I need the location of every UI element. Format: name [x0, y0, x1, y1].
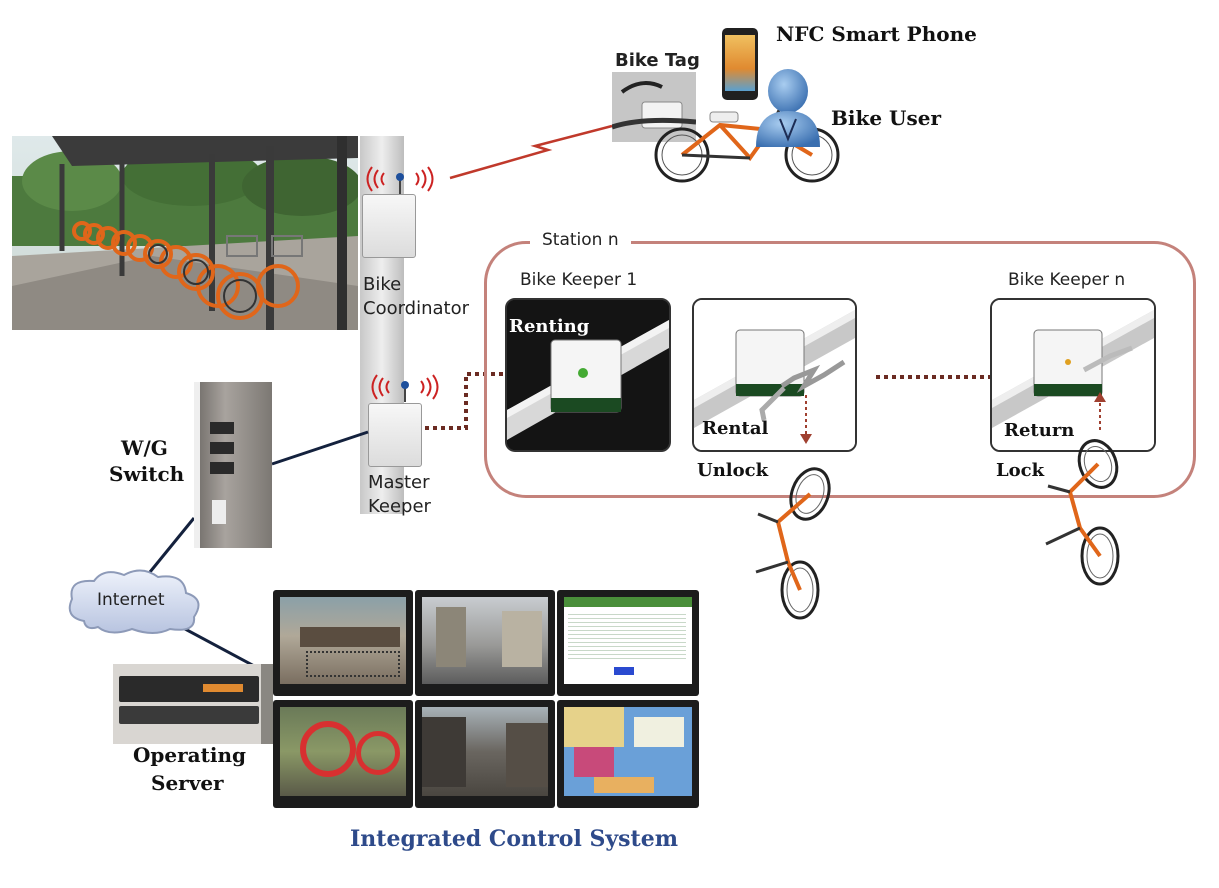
wg-switch-label-1: W/G: [121, 436, 168, 460]
operating-server-label-1: Operating: [133, 743, 246, 767]
bike-keeper-1-label: Bike Keeper 1: [520, 270, 638, 290]
station-boundary: [484, 241, 1196, 498]
master-keeper-wireless-icon: [371, 374, 439, 402]
wireless-link-to-bike-tag: [449, 124, 613, 180]
internet-cloud-icon: [68, 569, 200, 634]
master-keeper-device: [368, 403, 422, 467]
keeper-panel-return: Return: [990, 298, 1156, 452]
bike-user-icon: [756, 69, 820, 147]
nfc-smart-phone-icon: [722, 28, 758, 100]
internet-label: Internet: [97, 590, 165, 610]
bike-user-label: Bike User: [831, 106, 942, 130]
station-title: Station n: [530, 230, 631, 250]
bike-coordinator-label-2: Coordinator: [363, 298, 470, 319]
monitor-red-bike-camera: [273, 700, 413, 808]
wg-switch-photo: [194, 382, 272, 548]
monitor-alley-camera: [415, 700, 555, 808]
master-keeper-label-1: Master: [368, 472, 430, 493]
coordinator-wireless-icon: [366, 166, 434, 194]
returned-bicycle-icon: [1045, 439, 1120, 586]
bike-tag-photo: [612, 72, 696, 142]
wg-switch-label-2: Switch: [109, 462, 185, 486]
bike-keeper-n-label: Bike Keeper n: [1008, 270, 1126, 290]
operating-server-label-2: Server: [151, 771, 224, 795]
nfc-smart-phone-label: NFC Smart Phone: [776, 22, 977, 46]
switch-to-master-link: [271, 430, 369, 466]
monitor-data-table: [557, 590, 699, 696]
rental-label: Rental: [702, 418, 769, 439]
master-keeper-label-2: Keeper: [368, 496, 431, 517]
control-monitor-wall: [273, 590, 699, 808]
bike-coordinator-device: [362, 194, 416, 258]
monitor-bike-rack-camera: [273, 590, 413, 696]
operating-server-photo: [113, 664, 273, 744]
bike-station-photo: [12, 136, 358, 330]
monitor-street-camera: [415, 590, 555, 696]
unlock-label: Unlock: [697, 460, 769, 481]
switch-to-internet-link: [148, 517, 196, 573]
unlocked-bicycle-icon: [755, 467, 831, 620]
integrated-control-system-label: Integrated Control System: [350, 826, 678, 852]
keeper-panel-renting: Renting: [505, 298, 671, 452]
lock-label: Lock: [996, 460, 1045, 481]
bike-tag-label: Bike Tag: [615, 50, 700, 71]
bike-coordinator-label-1: Bike: [363, 274, 402, 295]
return-label: Return: [1004, 420, 1075, 441]
keeper-panel-rental: Rental: [692, 298, 857, 452]
renting-label: Renting: [509, 316, 590, 337]
monitor-map: [557, 700, 699, 808]
